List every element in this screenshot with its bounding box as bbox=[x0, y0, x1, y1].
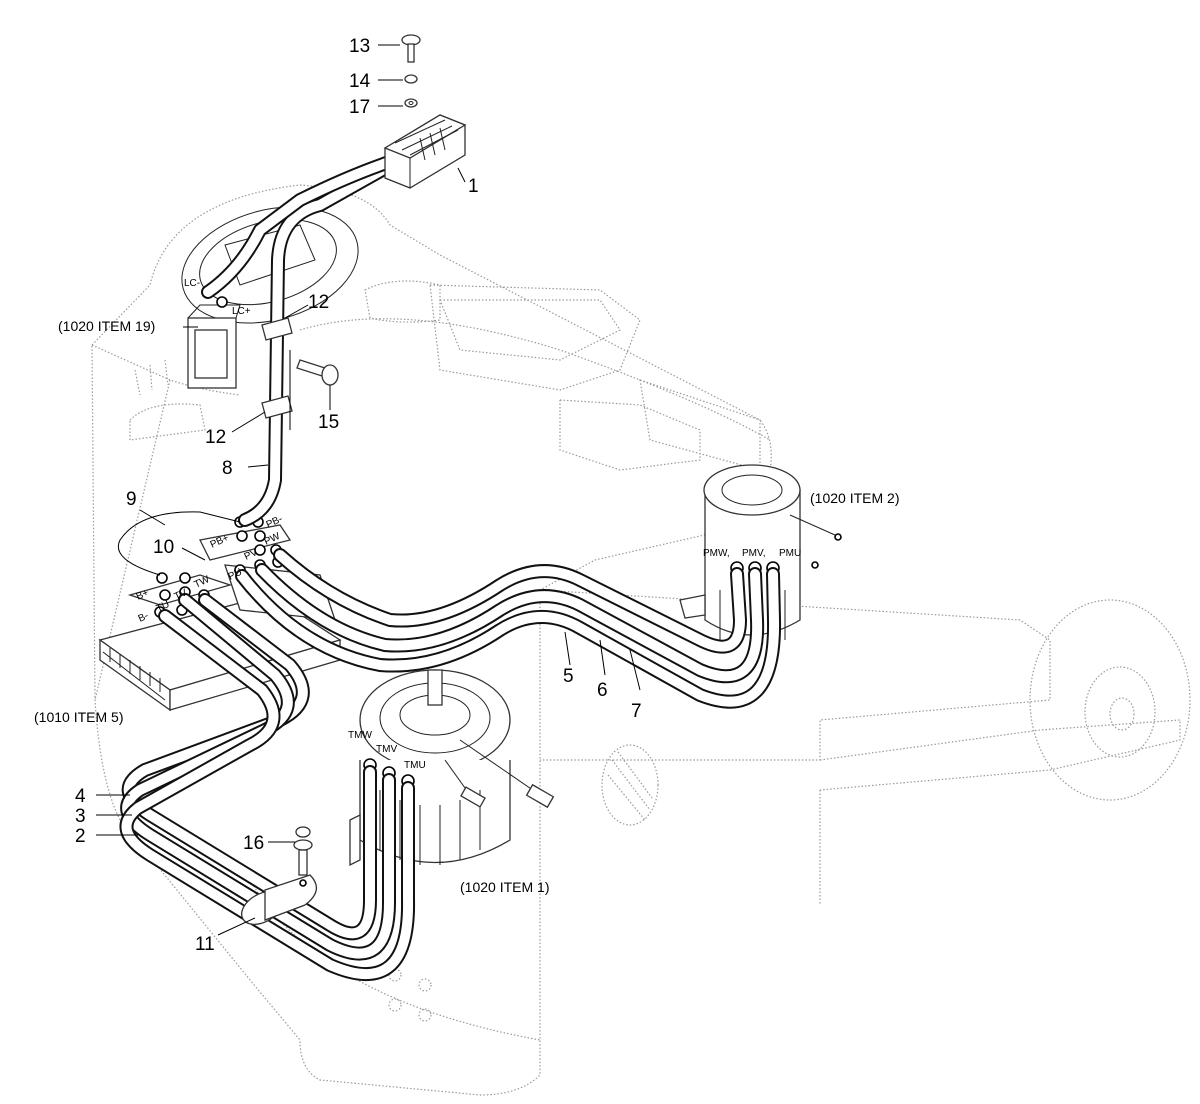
callout-3: 3 bbox=[75, 806, 86, 827]
callout-11: 11 bbox=[195, 934, 215, 955]
callout-4: 4 bbox=[75, 786, 86, 807]
ref-1010-item-5: (1010 ITEM 5) bbox=[34, 709, 123, 725]
tag-b-plus: B+ bbox=[135, 587, 151, 602]
callout-1: 1 bbox=[468, 176, 479, 197]
tag-pmu: PMU bbox=[779, 548, 801, 559]
callout-13: 13 bbox=[349, 36, 370, 57]
callout-5: 5 bbox=[563, 666, 574, 687]
callout-7: 7 bbox=[631, 701, 642, 722]
tag-tu: TU bbox=[155, 599, 172, 615]
cable-clamps bbox=[261, 317, 293, 430]
ref-1020-item-19: (1020 ITEM 19) bbox=[58, 318, 155, 334]
ref-1020-item-2: (1020 ITEM 2) bbox=[810, 490, 899, 506]
callout-12-lower: 12 bbox=[205, 427, 226, 448]
tag-pu: PU bbox=[227, 567, 244, 583]
callout-16: 16 bbox=[243, 833, 264, 854]
callout-2: 2 bbox=[75, 826, 86, 847]
tag-lc-plus: LC+ bbox=[232, 306, 251, 317]
screw-13 bbox=[401, 34, 421, 63]
tag-pmv: PMV, bbox=[742, 548, 766, 559]
ref-1020-item-1: (1020 ITEM 1) bbox=[460, 879, 549, 895]
callout-8: 8 bbox=[222, 458, 233, 479]
callout-17: 17 bbox=[349, 97, 370, 118]
tag-tmw: TMW bbox=[348, 730, 372, 741]
battery-connector bbox=[383, 114, 467, 189]
traction-motor bbox=[349, 669, 555, 867]
bolt-16 bbox=[293, 826, 313, 876]
washer-17 bbox=[404, 98, 418, 108]
tag-tmv: TMV bbox=[376, 744, 397, 755]
tag-lc-minus: LC- bbox=[184, 278, 200, 289]
tag-pv: PV bbox=[243, 547, 260, 563]
leader-lines bbox=[96, 44, 641, 936]
tag-tv: TV bbox=[173, 587, 190, 603]
tag-tmu: TMU bbox=[404, 760, 426, 771]
callout-14: 14 bbox=[349, 71, 371, 92]
callout-12-upper: 12 bbox=[308, 292, 329, 313]
contactor bbox=[187, 286, 241, 389]
tag-pmw: PMW, bbox=[703, 548, 730, 559]
truck-body bbox=[91, 184, 1191, 1096]
callout-9: 9 bbox=[126, 489, 137, 510]
bolt-15 bbox=[296, 359, 339, 386]
callout-10: 10 bbox=[153, 537, 174, 558]
cables bbox=[118, 153, 782, 981]
callout-6: 6 bbox=[597, 680, 608, 701]
washer-14 bbox=[404, 74, 418, 84]
tag-b-minus: B- bbox=[137, 611, 151, 625]
clamp-11 bbox=[241, 874, 317, 926]
callout-15: 15 bbox=[318, 412, 339, 433]
